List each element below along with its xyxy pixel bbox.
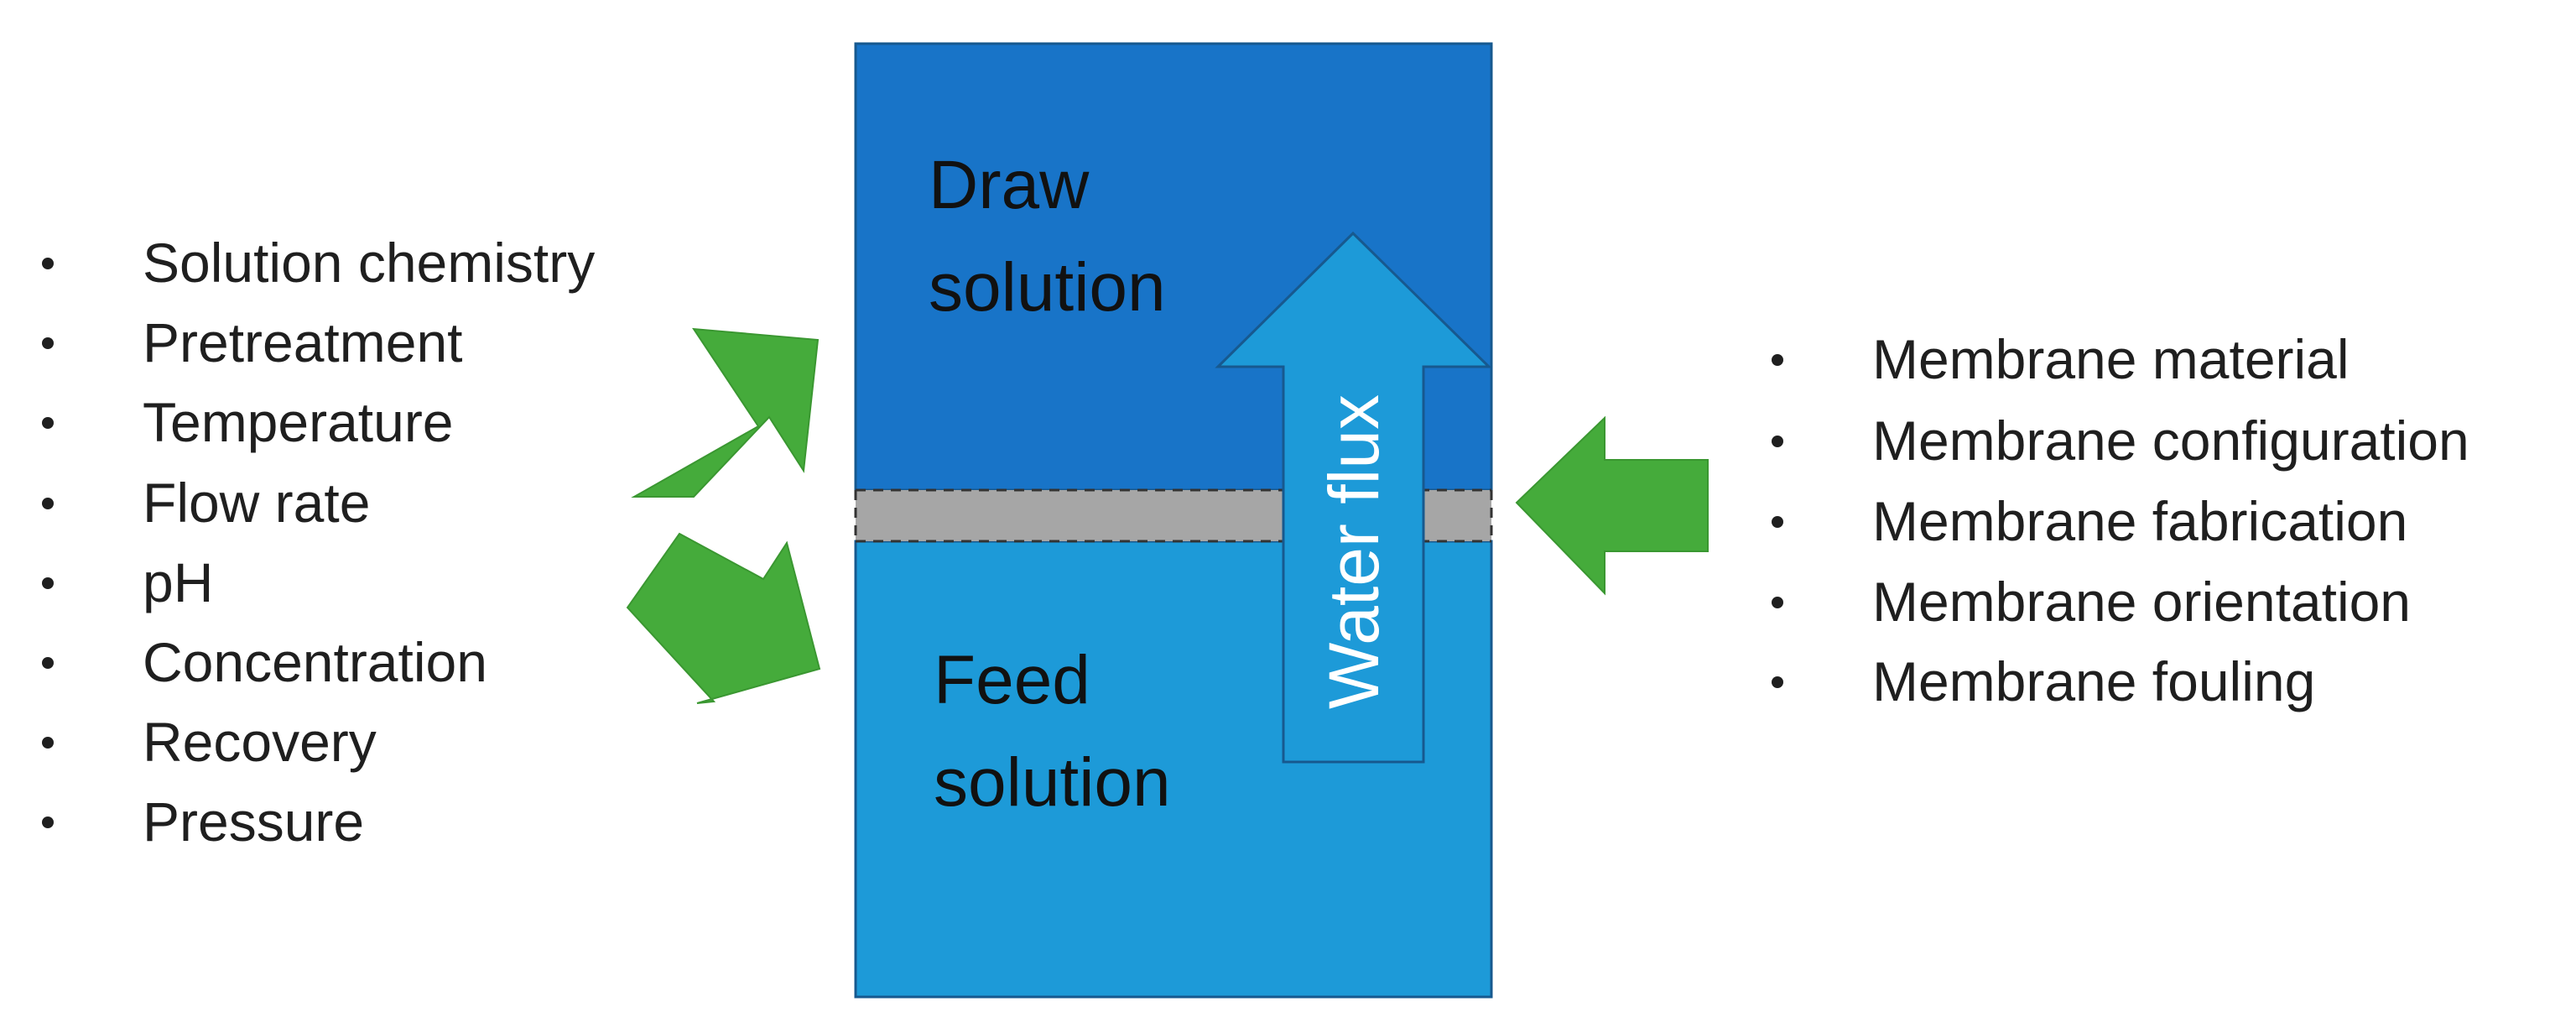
- list-item: Temperature: [42, 391, 454, 453]
- list-item: Solution chemistry: [42, 232, 595, 294]
- bullet-icon: [1772, 516, 1783, 528]
- green-arrow-icon-right: [1515, 415, 1709, 596]
- bullet-icon: [1772, 436, 1783, 447]
- left-factor-pretreatment: Pretreatment: [143, 311, 463, 373]
- bullet-icon: [42, 258, 54, 269]
- bullet-icon: [42, 657, 54, 669]
- green-arrow-icon-upper-left: [631, 327, 820, 498]
- list-item: Flow rate: [42, 472, 370, 534]
- left-factor-concentration: Concentration: [143, 631, 487, 693]
- list-item: Membrane material: [1772, 328, 2350, 390]
- left-factor-flow-rate: Flow rate: [143, 472, 370, 534]
- list-item: Membrane fouling: [1772, 650, 2315, 712]
- bullet-icon: [1772, 597, 1783, 608]
- bullet-icon: [42, 417, 54, 429]
- right-factor-membrane-orientation: Membrane orientation: [1872, 571, 2411, 633]
- bullet-icon: [42, 737, 54, 749]
- left-factor-list: Solution chemistry Pretreatment Temperat…: [42, 232, 595, 853]
- bullet-icon: [42, 498, 54, 509]
- feed-solution-label-line1: Feed: [934, 642, 1090, 718]
- left-factor-recovery: Recovery: [143, 711, 377, 773]
- bullet-icon: [42, 816, 54, 828]
- draw-solution-label-line2: solution: [929, 249, 1166, 326]
- bullet-icon: [42, 577, 54, 589]
- right-factor-membrane-fabrication: Membrane fabrication: [1872, 490, 2407, 552]
- draw-solution-label-line1: Draw: [929, 147, 1090, 223]
- green-arrow-icon-lower-left: [626, 532, 821, 704]
- left-factor-solution-chemistry: Solution chemistry: [143, 232, 595, 294]
- right-factor-membrane-fouling: Membrane fouling: [1872, 650, 2315, 712]
- left-factor-pressure: Pressure: [143, 790, 364, 853]
- list-item: Membrane orientation: [1772, 571, 2411, 633]
- right-factor-membrane-configuration: Membrane configuration: [1872, 410, 2469, 472]
- bullet-icon: [1772, 676, 1783, 688]
- list-item: Membrane configuration: [1772, 410, 2469, 472]
- list-item: Recovery: [42, 711, 377, 773]
- left-factor-temperature: Temperature: [143, 391, 454, 453]
- list-item: Pretreatment: [42, 311, 463, 373]
- right-factor-list: Membrane material Membrane configuration…: [1772, 328, 2469, 712]
- left-factor-ph: pH: [143, 551, 213, 613]
- bullet-icon: [1772, 354, 1783, 366]
- list-item: pH: [42, 551, 213, 613]
- right-factor-membrane-material: Membrane material: [1872, 328, 2350, 390]
- water-flux-label: Water flux: [1314, 394, 1393, 709]
- list-item: Concentration: [42, 631, 487, 693]
- bullet-icon: [42, 337, 54, 349]
- list-item: Membrane fabrication: [1772, 490, 2407, 552]
- water-flux-arrow-icon: [1215, 231, 1492, 764]
- list-item: Pressure: [42, 790, 364, 853]
- feed-solution-label-line2: solution: [934, 744, 1171, 821]
